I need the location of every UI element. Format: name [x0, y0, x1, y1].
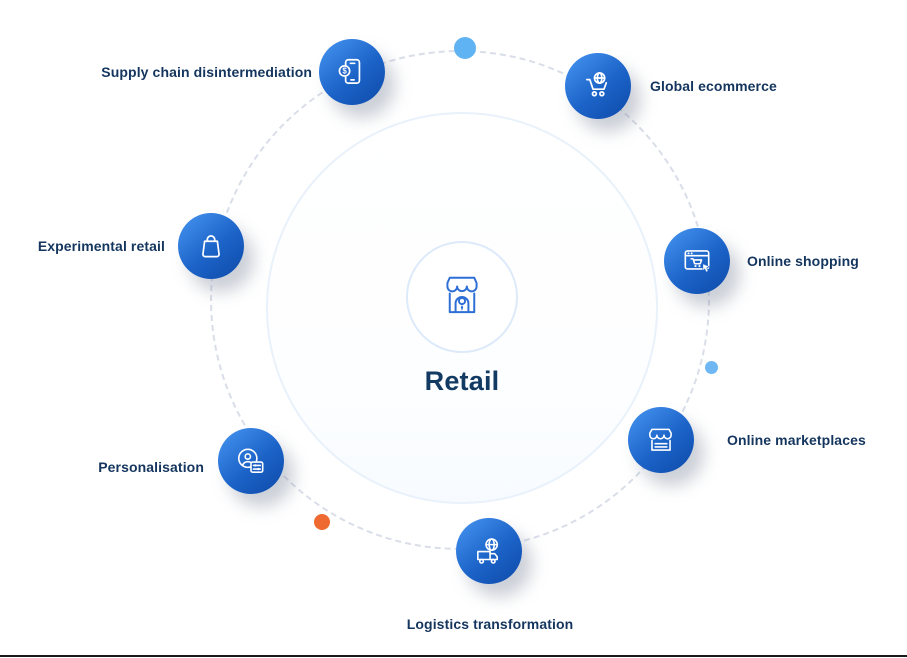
storefront-icon: [434, 269, 490, 325]
label-online-shopping: Online shopping: [747, 253, 859, 269]
accent-dot-top: [454, 37, 476, 59]
node-personalisation: [218, 428, 284, 494]
inner-circle: [266, 112, 658, 504]
label-logistics-transformation: Logistics transformation: [406, 616, 574, 632]
mobile-payment-icon: $: [335, 55, 369, 89]
accent-dot-right: [705, 361, 718, 374]
node-logistics-transformation: [456, 518, 522, 584]
storefront-awning-icon: [644, 423, 678, 457]
shopping-bag-icon: [194, 229, 228, 263]
label-personalisation: Personalisation: [98, 459, 204, 475]
node-supply-chain-disintermediation: $: [319, 39, 385, 105]
target-person-sliders-icon: [234, 444, 268, 478]
browser-cart-cursor-icon: [680, 244, 714, 278]
node-global-ecommerce: [565, 53, 631, 119]
bottom-border-line: [0, 655, 907, 657]
accent-dot-orange: [314, 514, 330, 530]
cart-globe-icon: [581, 69, 615, 103]
globe-truck-icon: [472, 534, 506, 568]
center-title: Retail: [424, 366, 500, 396]
label-global-ecommerce: Global ecommerce: [650, 78, 777, 94]
label-online-marketplaces: Online marketplaces: [727, 432, 866, 448]
node-online-marketplaces: [628, 407, 694, 473]
node-experimental-retail: [178, 213, 244, 279]
center-hub: [406, 241, 518, 353]
label-experimental-retail: Experimental retail: [37, 238, 165, 254]
label-supply-chain-disintermediation: Supply chain disintermediation: [101, 64, 312, 80]
svg-text:$: $: [342, 67, 347, 76]
node-online-shopping: [664, 228, 730, 294]
